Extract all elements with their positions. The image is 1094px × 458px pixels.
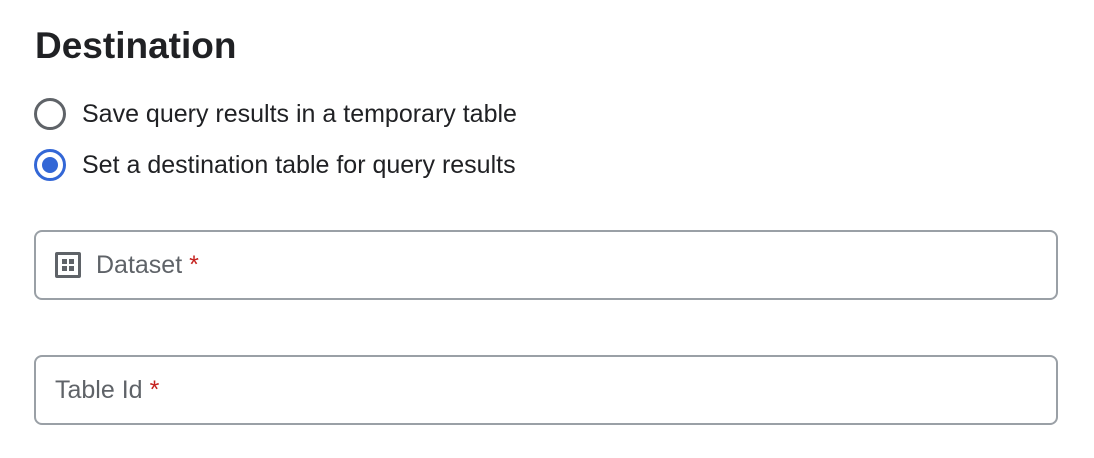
section-title: Destination [35, 25, 237, 66]
table-id-input[interactable] [36, 357, 1056, 423]
dataset-input[interactable] [36, 232, 1056, 298]
radio-dot [42, 157, 58, 173]
radio-button-checked[interactable] [34, 149, 66, 181]
table-id-field[interactable]: Table Id* [34, 355, 1058, 425]
radio-temporary-table[interactable]: Save query results in a temporary table [34, 96, 517, 132]
radio-destination-table[interactable]: Set a destination table for query result… [34, 147, 516, 183]
radio-label: Set a destination table for query result… [82, 150, 516, 179]
radio-label: Save query results in a temporary table [82, 99, 517, 128]
dataset-field[interactable]: Dataset* [34, 230, 1058, 300]
radio-button-unchecked[interactable] [34, 98, 66, 130]
